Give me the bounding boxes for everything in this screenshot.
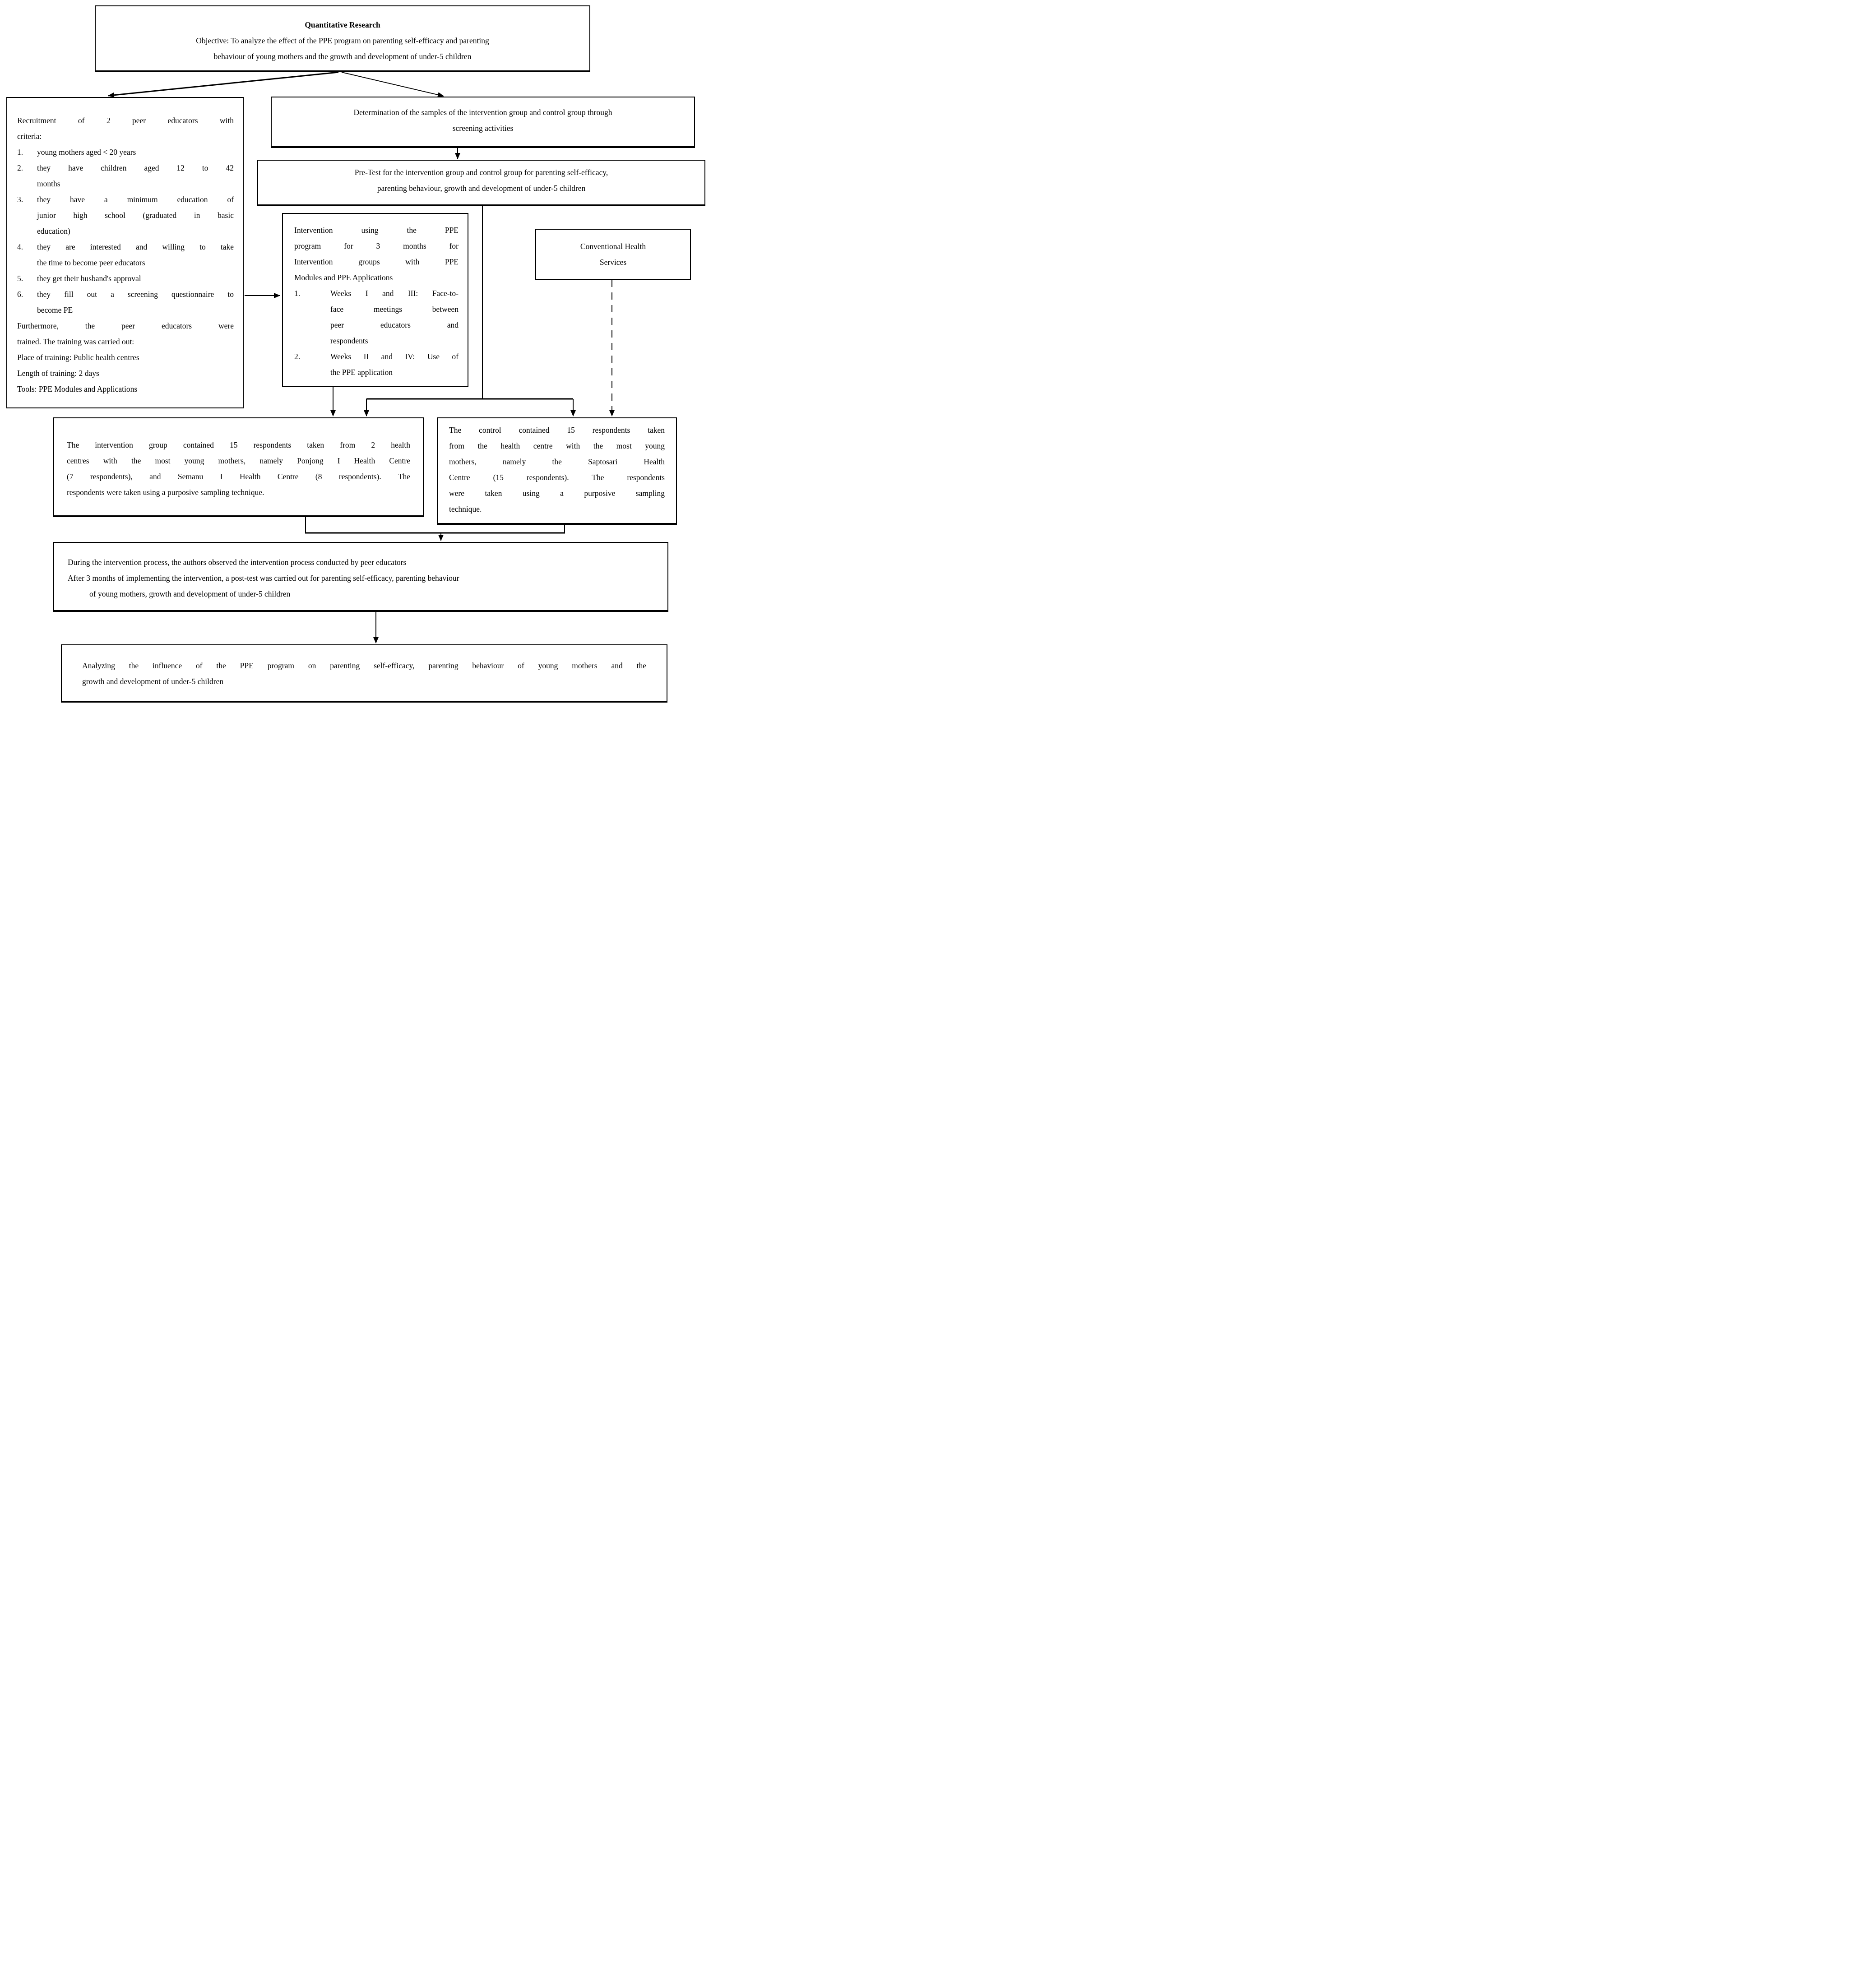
page-title: Quantitative Research [305,20,380,29]
text-line: Modules and PPE Applications [294,273,393,282]
text-line: parenting behaviour, growth and developm… [377,184,586,193]
text-line: The intervention group contained 15 resp… [67,440,410,449]
text-line: Pre-Test for the intervention group and … [354,168,608,177]
text-line: Services [599,258,627,267]
list-item: the PPE application [330,368,393,377]
flowchart: Quantitative Research Objective: To anal… [0,0,708,740]
text-line: growth and development of under-5 childr… [82,677,224,686]
text-line: Centre (15 respondents). The respondents [449,473,665,482]
list-item: the time to become peer educators [37,258,145,267]
text-line: program for 3 months for [294,241,459,250]
list-item: 3. they have a minimum education of [17,195,234,204]
list-item: become PE [37,305,73,315]
text-line: (7 respondents), and Semanu I Health Cen… [67,472,410,481]
edge-top-to-determination [341,72,444,97]
text-line: Determination of the samples of the inte… [353,108,612,117]
text-line: criteria: [17,132,42,141]
conventional-health-services-box: Conventional Health Services [535,229,691,280]
list-item: 2. they have children aged 12 to 42 [17,163,234,172]
text-line: were taken using a purposive sampling [449,489,665,498]
intervention-box: Intervention using the PPE program for 3… [282,213,468,387]
list-item: junior high school (graduated in basic [37,211,234,220]
text-line: After 3 months of implementing the inter… [68,574,459,583]
list-item: face meetings between [330,305,459,314]
text-line: Intervention groups with PPE [294,257,459,266]
quantitative-research-box: Quantitative Research Objective: To anal… [95,5,590,72]
text-line: Conventional Health [580,242,646,251]
list-item: 6. they fill out a screening questionnai… [17,290,234,299]
text-line: Tools: PPE Modules and Applications [17,384,138,393]
text-line: trained. The training was carried out: [17,337,134,346]
text-line: Intervention using the PPE [294,226,459,235]
text-line: centres with the most young mothers, nam… [67,456,410,465]
text-line: respondents were taken using a purposive… [67,488,264,497]
intervention-group-box: The intervention group contained 15 resp… [53,417,424,517]
list-item: 1. young mothers aged < 20 years [17,148,136,157]
text-line: Recruitment of 2 peer educators with [17,116,234,125]
text-line: Furthermore, the peer educators were [17,321,234,330]
list-item: education) [37,227,70,236]
text-line: mothers, namely the Saptosari Health [449,457,665,466]
control-group-box: The control contained 15 respondents tak… [437,417,677,525]
determination-box: Determination of the samples of the inte… [271,97,695,148]
recruitment-box: Recruitment of 2 peer educators with cri… [6,97,244,408]
list-item: 2. Weeks II and IV: Use of [294,352,459,361]
list-item: 4. they are interested and willing to ta… [17,242,234,251]
text-line: technique. [449,504,482,514]
text-line: Place of training: Public health centres [17,353,139,362]
analysis-box: Analyzing the influence of the PPE progr… [61,644,667,703]
text-line: The control contained 15 respondents tak… [449,426,665,435]
observation-posttest-box: During the intervention process, the aut… [53,542,668,612]
list-item: months [37,179,60,188]
edge-top-to-recruitment [108,71,339,98]
text-line: behaviour of young mothers and the growt… [213,52,472,61]
list-item: 5. they get their husband's approval [17,274,141,283]
list-item: peer educators and [330,320,459,329]
pretest-box: Pre-Test for the intervention group and … [257,160,705,206]
text-line: from the health centre with the most you… [449,441,665,450]
text-line: Objective: To analyze the effect of the … [196,36,489,45]
text-line: Length of training: 2 days [17,369,99,378]
text-line: screening activities [452,124,514,133]
text-line: During the intervention process, the aut… [68,558,407,567]
text-line: Analyzing the influence of the PPE progr… [82,661,646,670]
list-item: 1. Weeks I and III: Face-to- [294,289,459,298]
list-item: respondents [330,336,368,345]
text-line: of young mothers, growth and development… [89,589,291,598]
